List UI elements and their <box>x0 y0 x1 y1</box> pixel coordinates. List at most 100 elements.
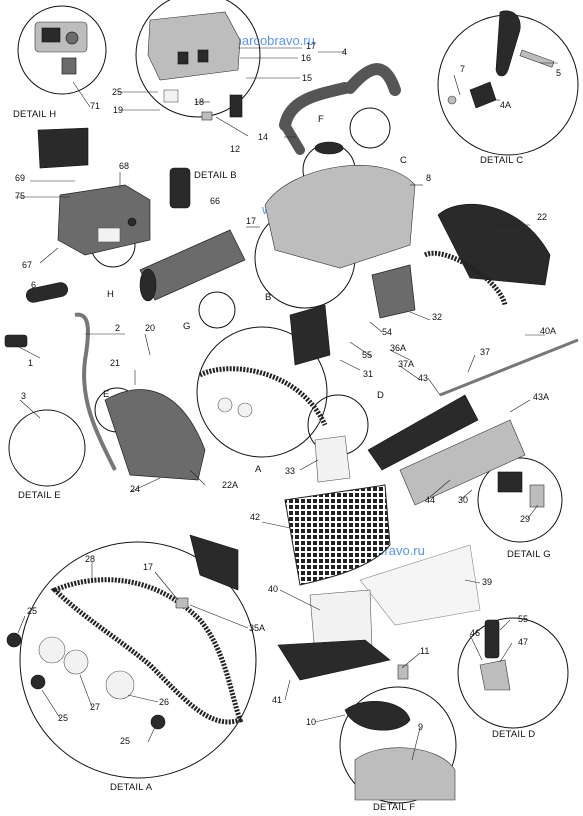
callout: 68 <box>119 161 129 171</box>
callout: 9 <box>418 722 423 732</box>
power-cable-icon <box>74 312 117 471</box>
roller-icon <box>367 394 479 471</box>
callout: 37 <box>480 347 490 357</box>
callout: 16 <box>301 53 311 63</box>
callout: 18 <box>194 97 204 107</box>
callout: 4 <box>342 47 347 57</box>
callout: 12 <box>230 144 240 154</box>
detail-a-label: DETAIL A <box>110 782 153 793</box>
callout: 22A <box>222 480 238 490</box>
callout: 17 <box>306 41 316 51</box>
letter-f: F <box>318 114 324 125</box>
callout: 47 <box>518 637 528 647</box>
callout: 19 <box>113 105 123 115</box>
detail-e-circle <box>8 409 86 487</box>
detail-h-label: DETAIL H <box>13 109 56 120</box>
detail-e-label: DETAIL E <box>18 490 61 501</box>
callout: 24 <box>130 484 140 494</box>
callout-numbers: 71 25 19 18 17 16 4 15 12 14 7 5 4A 69 6… <box>15 41 561 746</box>
side-panel-a-icon <box>104 389 206 481</box>
callout: 46 <box>470 628 480 638</box>
callout: 66 <box>210 196 220 206</box>
detail-f-label: DETAIL F <box>373 802 415 813</box>
remote-control-icon <box>169 167 191 209</box>
detail-d-circle <box>457 617 569 729</box>
cable-connector-icon <box>4 334 28 348</box>
letter-c: C <box>400 155 407 166</box>
callout: 3 <box>21 391 26 401</box>
letter-h: H <box>107 289 114 300</box>
callout: 67 <box>22 260 32 270</box>
callout: 22 <box>537 212 547 222</box>
callout: 26 <box>159 697 169 707</box>
filter-tray-icon <box>277 639 391 681</box>
callout: 37A <box>398 359 414 369</box>
detail-f-circle <box>339 686 457 804</box>
letter-g: G <box>183 321 190 332</box>
callout: 4A <box>500 100 511 110</box>
callout: 32 <box>432 312 442 322</box>
callout: 6 <box>31 280 36 290</box>
drive-track-icon <box>423 250 508 306</box>
callout: 39 <box>482 577 492 587</box>
callout: 71 <box>90 101 100 111</box>
callout: 33 <box>285 466 295 476</box>
callout: 44 <box>425 495 435 505</box>
detail-b-circle <box>135 0 261 118</box>
float-icon <box>26 282 68 303</box>
callout: 40 <box>268 584 278 594</box>
callout: 15 <box>302 73 312 83</box>
brush-icon <box>399 419 526 506</box>
impeller-icon <box>344 700 411 731</box>
letter-e: E <box>103 389 109 400</box>
wheel-icon <box>217 397 233 413</box>
callout: 43 <box>418 373 428 383</box>
callout: 25 <box>58 713 68 723</box>
callout: 7 <box>460 64 465 74</box>
callout: 14 <box>258 132 268 142</box>
shaft-icon <box>439 338 579 397</box>
callout: 28 <box>85 554 95 564</box>
callout: 27 <box>90 702 100 712</box>
detail-h-circle <box>17 5 107 95</box>
callout: 75 <box>15 191 25 201</box>
callout: 40A <box>540 326 556 336</box>
pump-motor-icon <box>314 435 351 483</box>
detail-b-label: DETAIL B <box>194 170 237 181</box>
motor-32-icon <box>371 264 416 319</box>
callout: 25 <box>112 87 122 97</box>
letter-b: B <box>265 292 271 303</box>
detail-c-label: DETAIL C <box>480 155 523 166</box>
switch-icon <box>497 471 523 493</box>
motor-31-icon <box>289 304 331 366</box>
callout: 17 <box>246 216 256 226</box>
callout: 21 <box>110 358 120 368</box>
control-box-icon <box>34 21 88 75</box>
callout: 42 <box>250 512 260 522</box>
hood-icon <box>264 141 416 269</box>
axle-pin-icon <box>447 10 555 109</box>
callout: 30 <box>458 495 468 505</box>
brush-roller-icon <box>139 229 246 302</box>
callout: 29 <box>520 514 530 524</box>
detail-d-label: DETAIL D <box>492 729 535 740</box>
callout: 36A <box>390 343 406 353</box>
connector-icon <box>529 484 545 508</box>
filter-cover-icon <box>359 544 481 626</box>
callout: 25 <box>27 606 37 616</box>
callout: 55 <box>518 614 528 624</box>
control-box-icon-main <box>37 127 151 256</box>
callout: 69 <box>15 173 25 183</box>
callout: 10 <box>306 717 316 727</box>
callout: 31 <box>363 369 373 379</box>
callout: 1 <box>28 358 33 368</box>
detail-g-circle <box>477 457 563 543</box>
letter-a: A <box>255 464 262 475</box>
letter-d: D <box>377 390 384 401</box>
handle-icon <box>279 63 401 155</box>
callout: 8 <box>426 173 431 183</box>
callout: 17 <box>143 562 153 572</box>
callout: 54 <box>382 327 392 337</box>
leader-lines <box>14 47 558 761</box>
